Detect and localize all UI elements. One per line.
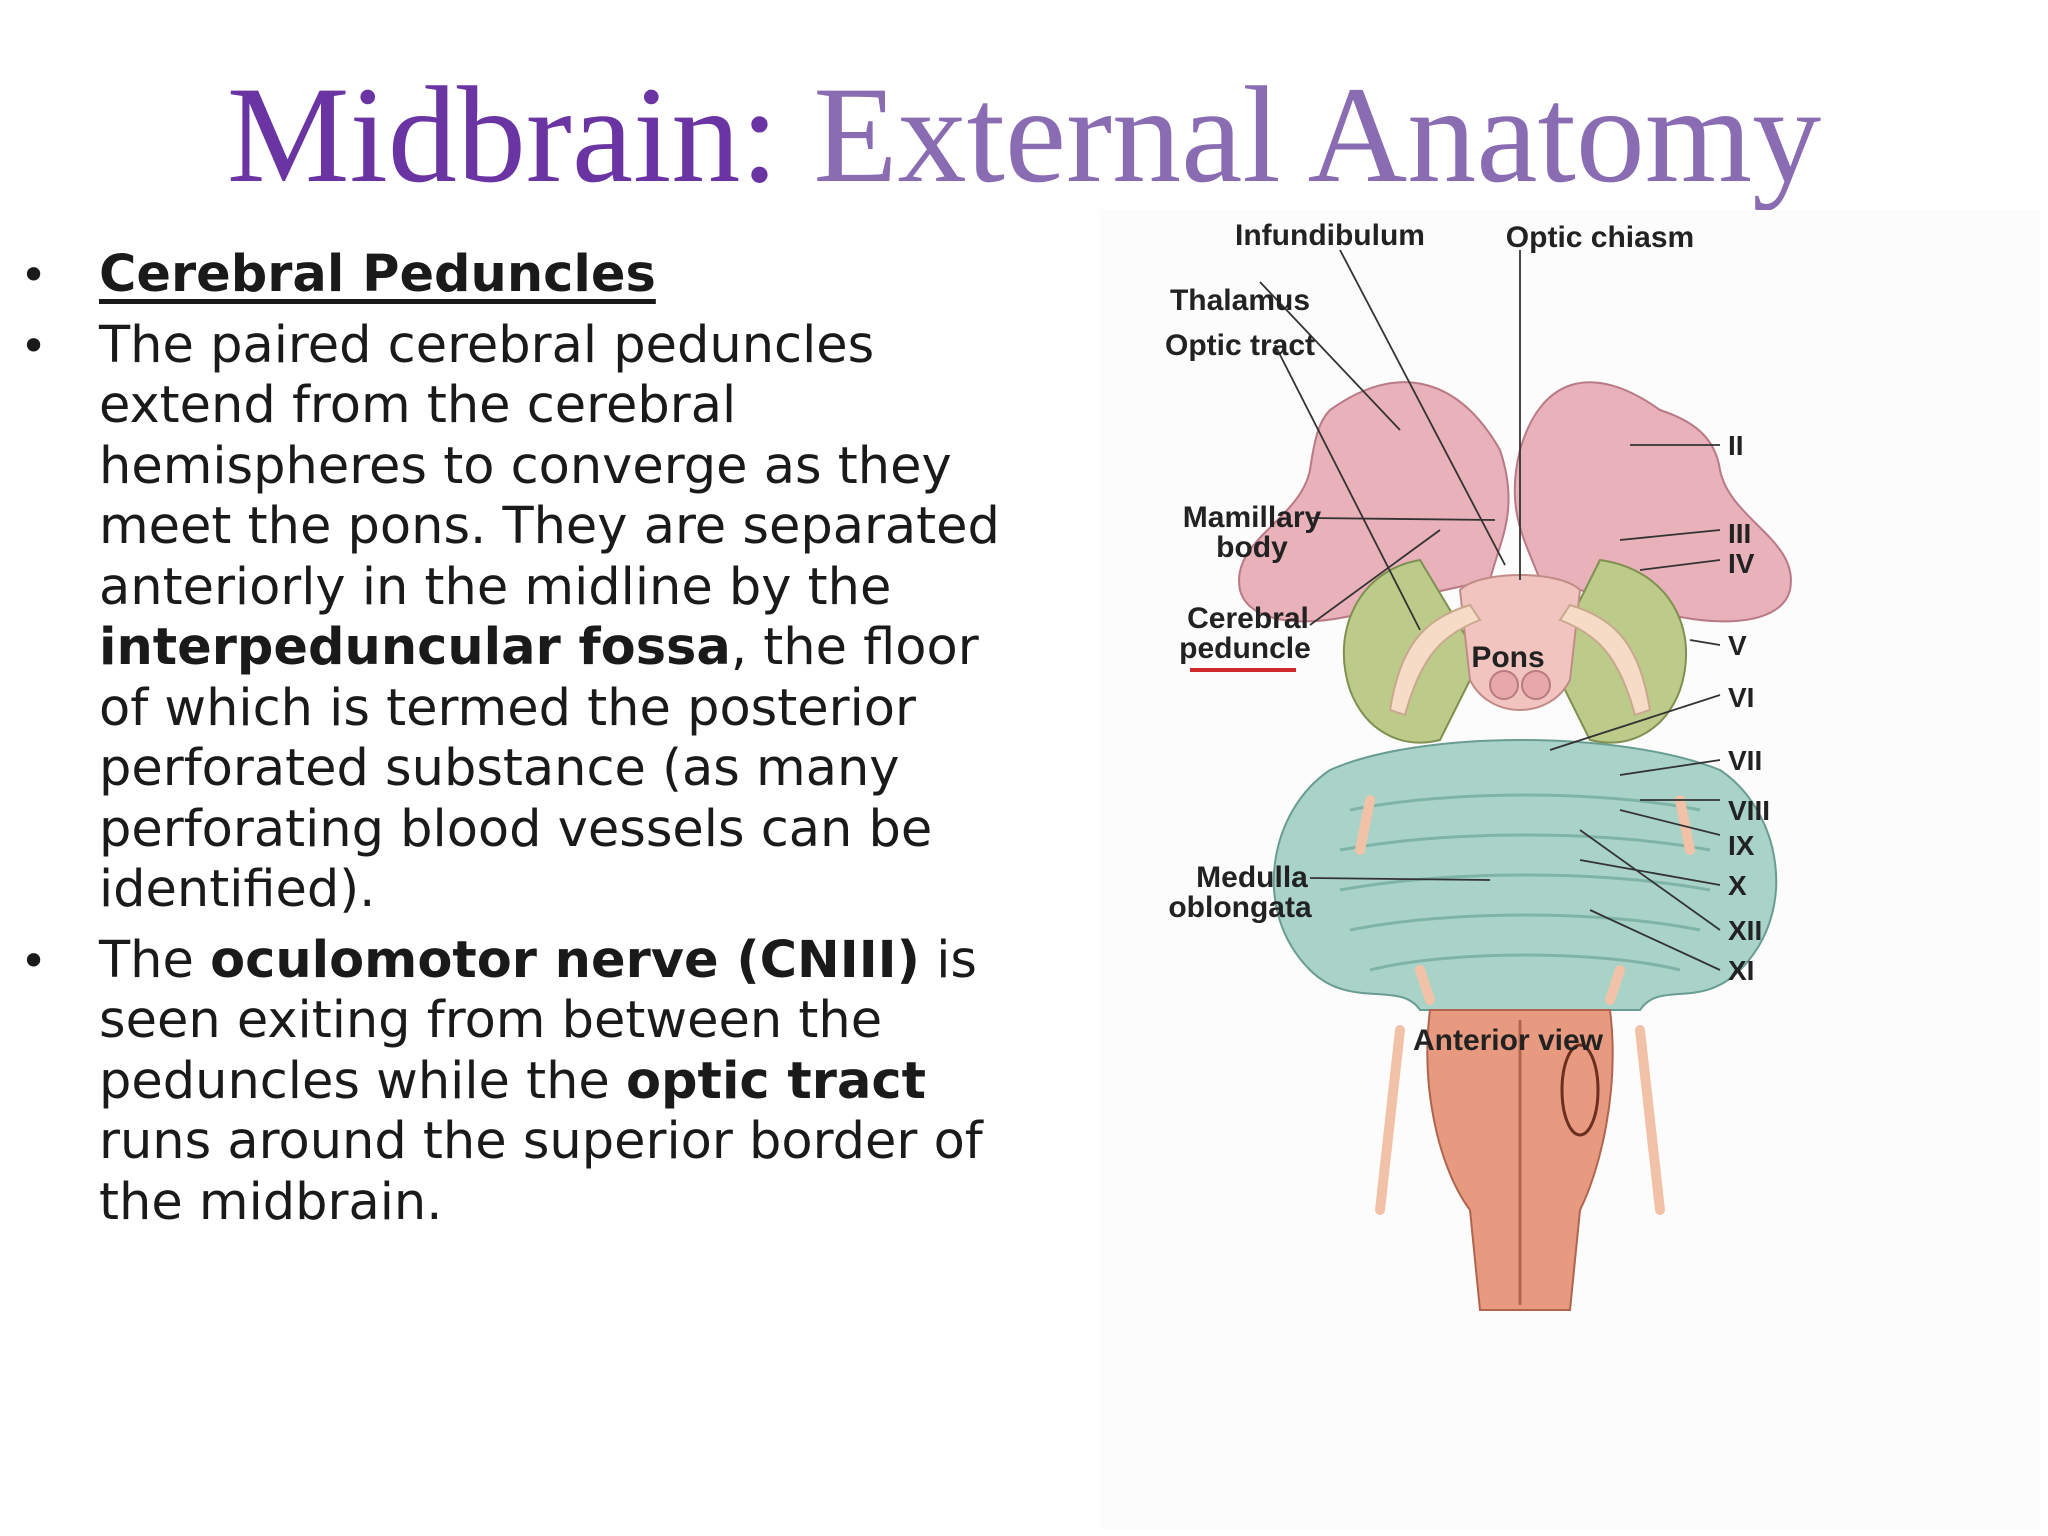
bullet-peduncles-description: The paired cerebral peduncles extend fro… (20, 316, 1030, 921)
nerve-label-III: III (1728, 518, 1751, 549)
title-part-external-anatomy: External Anatomy (813, 58, 1822, 211)
nerve-label-V: V (1728, 630, 1747, 661)
mamillary-body-left (1489, 670, 1519, 700)
bullet-text: The paired cerebral peduncles extend fro… (99, 315, 1000, 617)
nerve-label-XII: XII (1728, 915, 1762, 946)
olive-right (1560, 1043, 1600, 1137)
bullet-text: The (99, 930, 211, 990)
bullet-bold-term: optic tract (626, 1051, 926, 1111)
brainstem-illustration: Thalamus Infundibulum Optic chiasm Optic… (1165, 219, 1792, 1311)
label-infundibulum: Infundibulum (1235, 219, 1425, 252)
bullet-text: , the floor of which is termed the poste… (99, 618, 979, 919)
bullet-heading: Cerebral Peduncles (20, 245, 1030, 306)
label-optic-chiasm: Optic chiasm (1506, 221, 1694, 254)
nerve-label-IX: IX (1728, 830, 1755, 861)
bullet-list: Cerebral Peduncles The paired cerebral p… (20, 245, 1030, 1243)
left-optic-tract-shape (1388, 603, 1482, 717)
leader-lines (1259, 249, 1721, 971)
nerve-label-VIII: VIII (1728, 795, 1770, 826)
label-cerebral-line1: Cerebral (1187, 602, 1309, 635)
label-mamillary-line1: Mamillary (1183, 501, 1322, 534)
bullet-oculomotor-description: The oculomotor nerve (CNIII) is seen exi… (20, 931, 1030, 1234)
nerve-label-II: II (1728, 430, 1744, 461)
nerve-label-VI: VI (1728, 682, 1754, 713)
optic-chiasm-shape (1458, 574, 1582, 711)
label-pons: Pons (1471, 641, 1544, 674)
bullet-heading-text: Cerebral Peduncles (99, 245, 656, 304)
right-thalamus (1513, 381, 1792, 623)
bullet-bold-term: oculomotor nerve (CNIII) (210, 930, 920, 990)
title-part-midbrain: Midbrain: (226, 58, 779, 211)
label-optic-tract: Optic tract (1165, 329, 1315, 362)
bullet-bold-term: interpeduncular fossa (99, 618, 731, 677)
label-medulla-line1: Medulla (1196, 861, 1308, 894)
pons-striations (1339, 793, 1711, 972)
nerve-label-VII: VII (1728, 745, 1762, 776)
label-medulla-line2: oblongata (1168, 891, 1312, 924)
brainstem-anterior-diagram: Thalamus Infundibulum Optic chiasm Optic… (1100, 210, 2040, 1530)
bullet-text: runs around the superior border of the m… (99, 1112, 983, 1232)
nerve-label-IV: IV (1728, 548, 1755, 579)
nerve-label-XI: XI (1728, 955, 1754, 986)
label-mamillary-line2: body (1216, 531, 1288, 564)
figure-caption: Anterior view (1413, 1024, 1604, 1057)
label-thalamus: Thalamus (1170, 284, 1310, 317)
slide-title: Midbrain: External Anatomy (0, 60, 2048, 210)
right-optic-tract-shape (1558, 603, 1652, 717)
label-cerebral-line2: peduncle (1179, 632, 1311, 665)
bullet-text: is seen exiting from between the peduncl… (99, 930, 977, 1111)
nerve-label-X: X (1728, 870, 1747, 901)
nerve-rootlets (1355, 795, 1695, 1215)
mamillary-body-right (1521, 670, 1551, 700)
